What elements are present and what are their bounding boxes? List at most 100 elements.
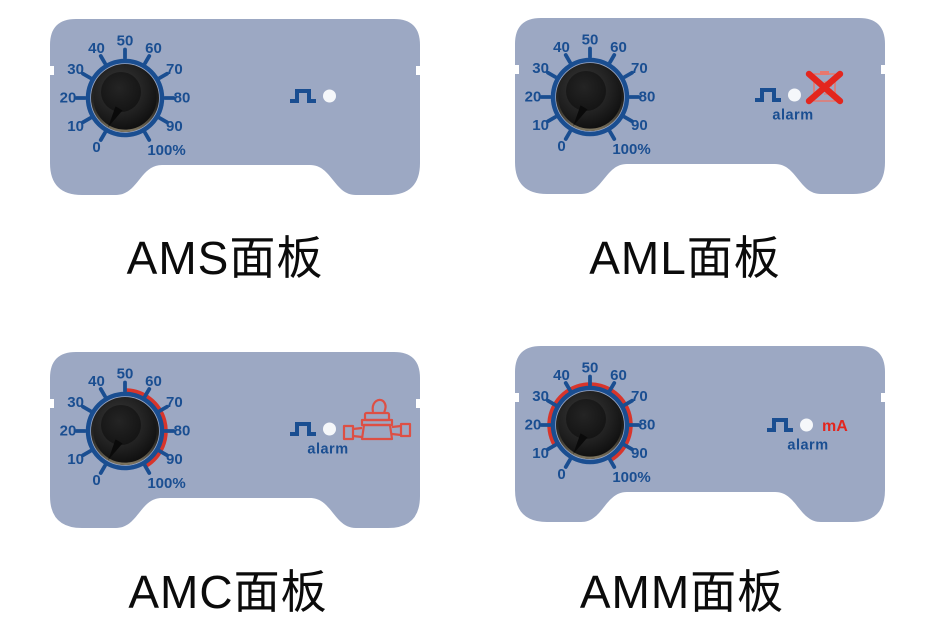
knob-rim-highlight [556, 391, 624, 459]
scale-label: 70 [166, 61, 183, 78]
scale-label: 40 [553, 367, 570, 384]
dial-ring [85, 58, 165, 138]
red-range-arc [547, 382, 633, 463]
scale-tick [81, 404, 93, 413]
knob-rim-highlight [556, 63, 624, 131]
knob-rim-highlight [91, 64, 159, 132]
scale-label: 30 [67, 394, 84, 411]
scale-label: 20 [60, 90, 77, 107]
scale-label: 80 [639, 89, 656, 106]
scale-label: 0 [557, 138, 565, 155]
scale-tick [622, 398, 634, 407]
dial-ring [85, 391, 165, 471]
pulse-output-icon [290, 422, 316, 436]
led-indicator [800, 418, 813, 432]
scale-tick [98, 130, 107, 142]
edge-notch-right [416, 399, 420, 408]
edge-notch-right [881, 393, 885, 402]
pulse-output-icon [767, 418, 793, 432]
scale-label: 90 [166, 451, 183, 468]
edge-notch-right [881, 65, 885, 74]
indicator-cluster: mA alarm [767, 418, 848, 454]
scale-label: 0 [92, 472, 100, 489]
scale-label: 90 [631, 117, 648, 134]
scale-tick [622, 70, 634, 79]
valve-body [360, 423, 394, 441]
scale-label: 80 [174, 90, 191, 107]
scale-tick [608, 53, 617, 65]
scale-tick [563, 129, 572, 141]
scale-label: 10 [532, 445, 549, 462]
scale-label: 80 [639, 417, 656, 434]
scale-label: 10 [67, 451, 84, 468]
scale-tick [546, 398, 558, 407]
scale-tick [98, 387, 107, 399]
scale-tick [622, 443, 634, 452]
knob-cap [566, 399, 606, 439]
knob-cap [566, 71, 606, 111]
scale-label: 70 [631, 388, 648, 405]
scale-label: 60 [145, 373, 162, 390]
scale-label: 70 [631, 60, 648, 77]
knob-rim-highlight [91, 397, 159, 465]
indicator-cluster: alarm [755, 70, 844, 124]
scale-tick [622, 115, 634, 124]
scale-label: 10 [67, 118, 84, 135]
scale-label: 20 [525, 89, 542, 106]
scale-label: 100% [147, 475, 185, 492]
scale-label: 40 [553, 39, 570, 56]
scale-label: 90 [631, 445, 648, 462]
device-cap [820, 71, 829, 75]
dial-ring [550, 385, 630, 465]
valve-flange-left [342, 424, 355, 441]
scale-tick [157, 404, 169, 413]
scale-tick [563, 457, 572, 469]
scale-tick [143, 130, 152, 142]
scale-label: 100% [147, 142, 185, 159]
scale-label: 40 [88, 373, 105, 390]
scale-label: 20 [60, 423, 77, 440]
alarm-label: alarm [787, 438, 828, 454]
panel-caption-aml: AML面板 [589, 232, 781, 284]
edge-notch-left [515, 65, 519, 74]
scale-tick [608, 381, 617, 393]
scale-label: 70 [166, 394, 183, 411]
led-indicator [323, 422, 336, 436]
scale-tick [157, 71, 169, 80]
edge-notch-right [416, 66, 420, 75]
scale-label: 50 [117, 33, 134, 50]
knob-pointer [573, 105, 588, 126]
valve-flange-right [399, 422, 412, 438]
knob-cap [101, 72, 141, 112]
scale-tick [143, 54, 152, 66]
panel-caption-amm: AMM面板 [579, 566, 785, 618]
knob-cap [101, 405, 141, 445]
scale-label: 50 [117, 366, 134, 383]
valve-hook [371, 398, 387, 414]
edge-notch-left [50, 399, 54, 408]
panel-caption-ams: AMS面板 [126, 232, 324, 284]
red-range-arc [124, 388, 168, 469]
indicator-cluster: alarm [290, 398, 412, 458]
scale-label: 50 [582, 32, 599, 49]
edge-notch-left [50, 66, 54, 75]
scale-label: 60 [145, 40, 162, 57]
dial-ring [550, 57, 630, 137]
scale-label: 30 [532, 388, 549, 405]
scale-label: 80 [174, 423, 191, 440]
panel-caption-amc: AMC面板 [128, 566, 328, 618]
scale-tick [81, 449, 93, 458]
knob-pointer [108, 106, 123, 127]
scale-label: 60 [610, 39, 627, 56]
pulse-output-icon [755, 88, 781, 102]
